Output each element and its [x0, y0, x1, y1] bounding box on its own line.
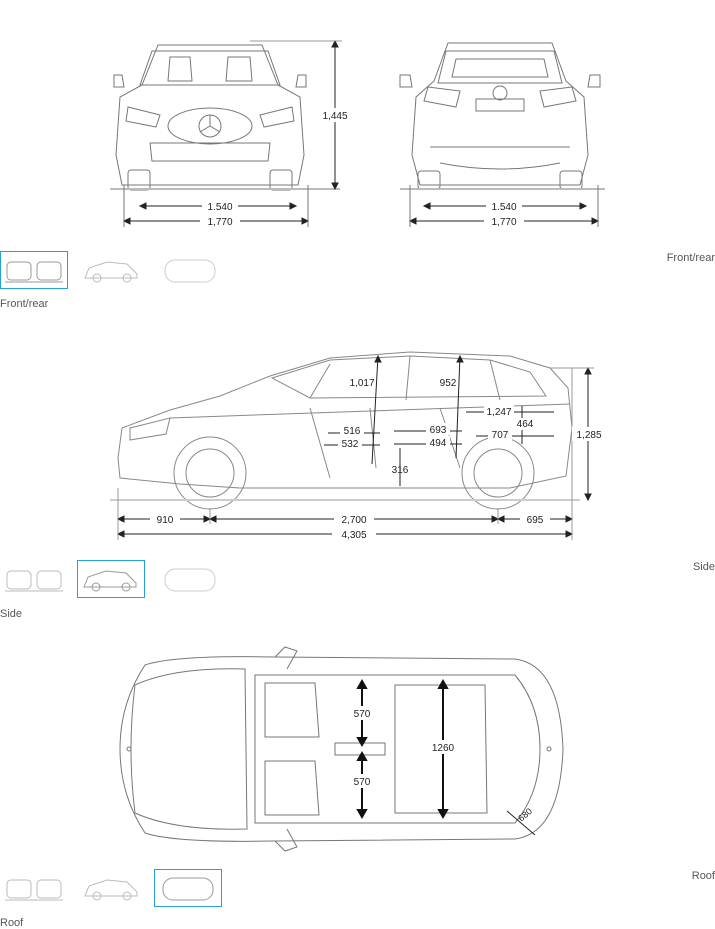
- side-drawing: 910 2,700 695 4,305 1,285 1,017 952 516 …: [110, 348, 610, 548]
- front-rear-drawing: 1.540 1,770 1,445 1.540 1,770: [110, 35, 610, 235]
- thumbnail-roof[interactable]: [154, 869, 222, 907]
- dim-1247-label: 1,247: [486, 407, 511, 418]
- dim-316-label: 316: [392, 465, 409, 476]
- roof-caption: Roof: [691, 870, 715, 882]
- front-rear-thumbnails: [0, 251, 230, 291]
- side-height-label: 1,285: [576, 430, 601, 441]
- dim-464-label: 464: [517, 419, 534, 430]
- front-track-label: 1.540: [207, 202, 232, 213]
- top-view-car: [119, 646, 564, 852]
- rear-track-label: 1.540: [491, 202, 516, 213]
- front-overhang-label: 910: [157, 515, 174, 526]
- wheelbase-label: 2,700: [341, 515, 366, 526]
- thumbnail-front-rear[interactable]: [0, 560, 68, 598]
- thumbnail-front-rear[interactable]: [0, 251, 68, 289]
- side-label: Side: [0, 608, 23, 620]
- dim-532-label: 532: [342, 439, 359, 450]
- thumbnail-side[interactable]: [78, 251, 146, 289]
- rear-overhang-label: 695: [527, 515, 544, 526]
- dim-693-label: 693: [430, 425, 447, 436]
- roof-panel: 570 570 1260 680 Roof Roof: [0, 640, 715, 929]
- dim-516-label: 516: [344, 426, 361, 437]
- length-label: 4,305: [341, 530, 366, 541]
- front-view-car: [113, 44, 307, 191]
- thumbnail-roof[interactable]: [156, 251, 224, 289]
- rear-view-car: [399, 42, 601, 190]
- thumbnail-side[interactable]: [78, 869, 146, 907]
- front-width-label: 1,770: [207, 217, 232, 228]
- side-thumbnails: [0, 560, 230, 600]
- thumbnail-roof[interactable]: [156, 560, 224, 598]
- headroom-front-label: 1,017: [349, 378, 374, 389]
- thumbnail-front-rear[interactable]: [0, 869, 68, 907]
- side-caption: Side: [692, 561, 715, 573]
- front-rear-panel: 1.540 1,770 1,445 1.540 1,770 Front/rear…: [0, 0, 715, 310]
- thumbnail-side[interactable]: [77, 560, 145, 598]
- seat-rear-label: 570: [354, 777, 371, 788]
- roof-label: Roof: [0, 917, 24, 929]
- front-rear-label: Front/rear: [0, 298, 49, 310]
- roof-thumbnails: [0, 869, 230, 909]
- seat-front-label: 570: [354, 709, 371, 720]
- height-label: 1,445: [322, 111, 347, 122]
- roof-drawing: 570 570 1260 680: [115, 645, 575, 855]
- headroom-rear-label: 952: [440, 378, 457, 389]
- side-panel: 910 2,700 695 4,305 1,285 1,017 952 516 …: [0, 340, 715, 625]
- dim-707-label: 707: [492, 430, 509, 441]
- interior-width-label: 1260: [432, 743, 455, 754]
- rear-width-label: 1,770: [491, 217, 516, 228]
- dim-494-label: 494: [430, 438, 447, 449]
- front-rear-caption: Front/rear: [666, 252, 715, 264]
